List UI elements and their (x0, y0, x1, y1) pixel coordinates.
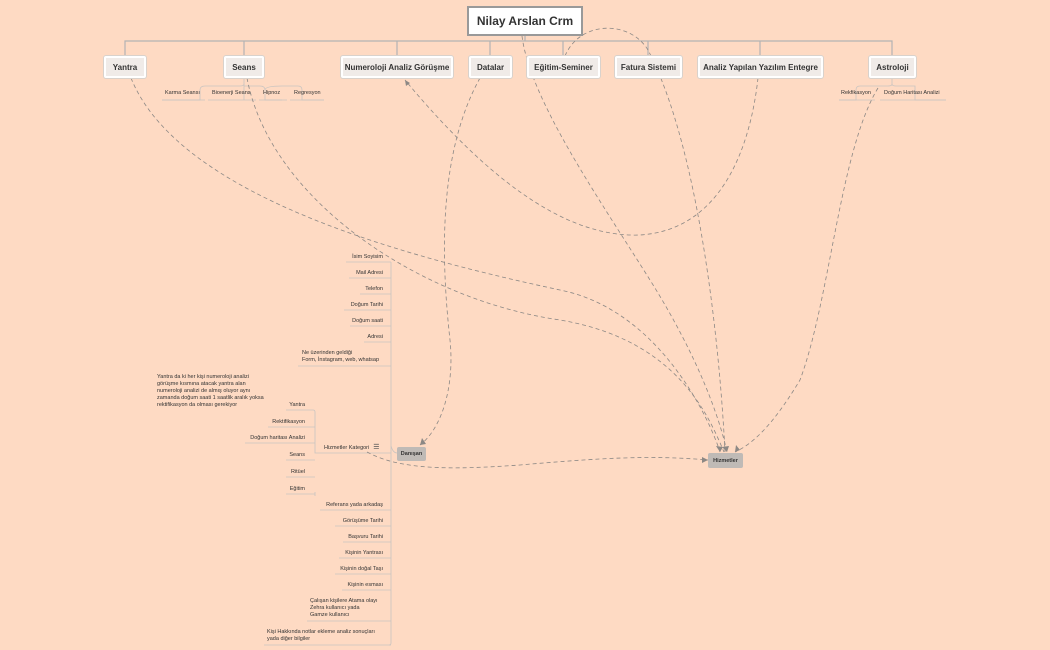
hizmetler-node[interactable]: Hizmetler (708, 453, 743, 468)
hizmet-item-seans[interactable]: Seans (289, 452, 305, 458)
astroloji-child-dogum-haritasi[interactable]: Doğum Haritası Analizi (884, 90, 940, 96)
danisan-field-yantra[interactable]: Kişinin Yantrası (345, 550, 383, 556)
danisan-field-kaynak[interactable]: Ne üzerinden geldiği Form, İnstagram, we… (302, 350, 380, 363)
note-icon[interactable]: ☰ (373, 444, 380, 451)
danisan-field-dogum-tarihi[interactable]: Doğum Tarihi (350, 302, 383, 308)
hizmet-item-yantra[interactable]: Yantra (289, 402, 305, 408)
hizmetler-kategori-note: Yantra da ki her kişi numeroloji analizi… (157, 374, 264, 408)
category-astroloji[interactable]: Astroloji (869, 56, 916, 78)
danisan-field-adresi[interactable]: Adresi (367, 334, 383, 340)
category-datalar[interactable]: Datalar (469, 56, 512, 78)
hizmetler-kategori-label: Hizmetler Kategori (324, 445, 370, 451)
seans-child-regresyon[interactable]: Regresyon (294, 90, 321, 96)
danisan-field-referans[interactable]: Referans yada arkadaş (326, 502, 383, 508)
seans-child-bioenerji[interactable]: Bioenerji Seans (212, 90, 251, 96)
danisan-field-dogum-saati[interactable]: Doğum saati (352, 318, 383, 324)
danisan-field-atama[interactable]: Çalışan kişilere Atama olayı Zehra kulla… (310, 598, 378, 618)
danisan-node[interactable]: Danışan (397, 447, 426, 461)
root-node[interactable]: Nilay Arslan Crm (467, 6, 583, 36)
category-yantra[interactable]: Yantra (104, 56, 146, 78)
category-numeroloji[interactable]: Numeroloji Analiz Görüşme (341, 56, 453, 78)
danisan-field-gorusme-tarihi[interactable]: Görüşüme Tarihi (342, 518, 383, 524)
hizmet-item-dogum-haritasi[interactable]: Doğum haritası Analizi (250, 435, 305, 441)
category-fatura-sistemi[interactable]: Fatura Sistemi (615, 56, 682, 78)
category-seans[interactable]: Seans (224, 56, 264, 78)
hizmet-item-rituel[interactable]: Ritüel (290, 469, 305, 475)
astroloji-child-rekfikasyon[interactable]: Rekfikasyon (841, 90, 871, 96)
danisan-field-basvuru-tarihi[interactable]: Başvuru Tarihi (348, 534, 383, 540)
category-egitim-seminer[interactable]: Eğitim-Seminer (527, 56, 600, 78)
category-analiz-yazilim[interactable]: Analiz Yapılan Yazılım Entegre (698, 56, 823, 78)
danisan-field-notlar[interactable]: Kişi Hakkında notlar ekleme analiz sonuç… (267, 629, 375, 642)
danisan-field-dogal-tas[interactable]: Kişinin doğal Taşı (340, 566, 383, 572)
hizmet-item-rektifikasyon[interactable]: Rektifikasyon (272, 419, 305, 425)
danisan-field-isim[interactable]: İsim Soyisim (352, 254, 383, 260)
seans-child-karma[interactable]: Karma Seansı (165, 90, 200, 96)
hizmetler-kategori-node[interactable]: Hizmetler Kategori☰ (324, 444, 380, 452)
danisan-field-mail[interactable]: Mail Adresi (356, 270, 383, 276)
hizmet-item-egitim[interactable]: Eğitim (289, 486, 305, 492)
seans-child-hipnoz[interactable]: Hipnoz (263, 90, 281, 96)
danisan-field-esma[interactable]: Kişinin esması (347, 582, 383, 588)
danisan-field-telefon[interactable]: Telefon (365, 286, 383, 292)
